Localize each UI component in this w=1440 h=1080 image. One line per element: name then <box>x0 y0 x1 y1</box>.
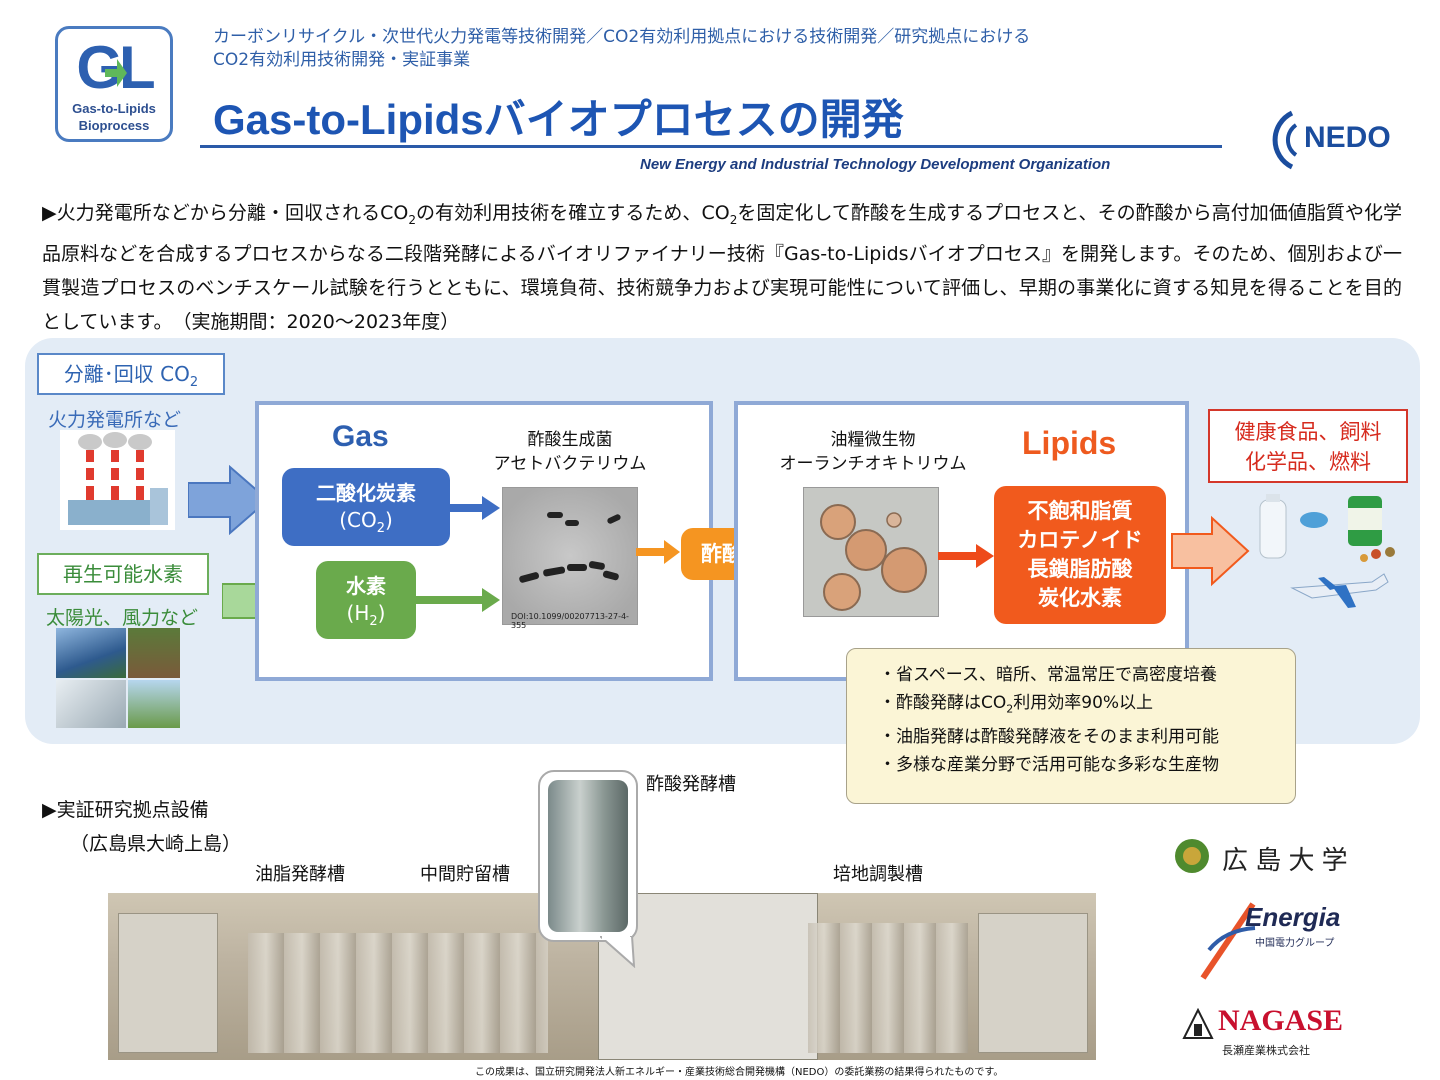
solar-panel-photo <box>56 628 126 678</box>
lipid-products-box: 不飽和脂質 カロテノイド 長鎖脂肪酸 炭化水素 <box>994 486 1166 624</box>
project-subtitle: カーボンリサイクル・次世代火力発電等技術開発／CO2有効利用拠点における技術開発… <box>213 26 1213 72</box>
hiroshima-text: 広 島 大 学 <box>1222 845 1348 875</box>
gas-label: Gas <box>332 420 389 453</box>
energia-text: Energia <box>1245 902 1341 932</box>
co2-box: 二酸化炭素 (CO2) <box>282 468 450 546</box>
feature-item: ・多様な産業分野で活用可能な多彩な生産物 <box>879 755 1219 776</box>
middle-tank-label: 中間貯留槽 <box>420 864 510 885</box>
acetic-tank-closeup-photo <box>548 780 628 932</box>
energia-subtext: 中国電力グループ <box>1255 938 1335 949</box>
power-plant-icon <box>60 430 175 530</box>
nagase-subtext: 長瀬産業株式会社 <box>1222 1045 1310 1057</box>
control-panel-left <box>118 913 218 1053</box>
wind-turbine-photo <box>128 680 180 728</box>
h2-source-caption: 太陽光、風力など <box>46 607 199 629</box>
co2-input-arrow-icon <box>188 465 270 535</box>
subtitle-line1: カーボンリサイクル・次世代火力発電等技術開発／CO2有効利用拠点における技術開発… <box>213 27 1031 47</box>
acetic-tank-callout <box>538 770 638 942</box>
feature-item: ・省スペース、暗所、常温常圧で高密度培養 <box>879 665 1217 685</box>
bacteria-caption: 酢酸生成菌 アセトバクテリウム <box>493 430 647 474</box>
callout-pointer-icon <box>600 936 636 968</box>
co2-source-caption: 火力発電所など <box>48 409 182 431</box>
facility-heading: ▶実証研究拠点設備 （広島県大崎上島） <box>42 799 242 855</box>
microbe-cells-icon <box>820 504 927 611</box>
nedo-arc-icon <box>1272 110 1298 170</box>
nagase-emblem-icon <box>1182 1008 1214 1039</box>
logo-line1: Gas-to-Lipids <box>72 101 156 116</box>
gas-to-lipids-logo: GL Gas-to-Lipids Bioprocess <box>55 26 173 142</box>
hiroshima-emblem-icon <box>1175 839 1209 873</box>
nedo-text: NEDO <box>1304 121 1391 154</box>
control-panel-right <box>978 913 1088 1053</box>
aurantiochytrium-micrograph <box>803 487 939 617</box>
logo-letters: GL <box>76 34 155 101</box>
acetobacterium-micrograph: DOI:10.1099/00207713-27-4-355 <box>502 487 638 630</box>
feature-item: ・酢酸発酵はCO2利用効率90%以上 <box>879 693 1154 716</box>
microbe-caption: 油糧微生物 オーランチオキトリウム <box>779 430 967 474</box>
hiroshima-university-logo: 広 島 大 学 <box>1172 836 1372 876</box>
medium-prep-tanks <box>808 923 968 1053</box>
waterfall-photo <box>56 680 126 728</box>
h2-to-bacteria-arrow-icon <box>416 588 500 612</box>
output-arrow-icon <box>1171 515 1250 587</box>
doi-label: DOI:10.1099/00207713-27-4-355 <box>511 612 629 630</box>
logo-line2: Bioprocess <box>78 118 150 133</box>
oil-tank-label: 油脂発酵槽 <box>255 864 345 885</box>
acetic-tank-label: 酢酸発酵槽 <box>646 774 736 795</box>
feature-item: ・油脂発酵は酢酸発酵液をそのまま利用可能 <box>879 727 1219 748</box>
final-products-box: 健康食品、飼料 化学品、燃料 <box>1208 409 1408 483</box>
h2-box: 水素 (H2) <box>316 561 416 639</box>
oil-fermenter-tanks <box>248 933 548 1053</box>
logo-arrow-icon <box>105 59 127 87</box>
bacteria-to-acetic-arrow-icon <box>636 540 680 564</box>
nagase-logo: NAGASE 長瀬産業株式会社 <box>1182 1004 1372 1060</box>
co2-to-bacteria-arrow-icon <box>450 496 500 520</box>
energia-swoosh-icon <box>1200 902 1256 980</box>
organization-name: New Energy and Industrial Technology Dev… <box>640 156 1111 173</box>
title-divider <box>200 145 1222 148</box>
intro-paragraph: ▶火力発電所などから分離・回収されるCO2の有効利用技術を確立するため、CO2を… <box>42 202 1402 333</box>
features-list: ・省スペース、暗所、常温常圧で高密度培養 ・酢酸発酵はCO2利用効率90%以上 … <box>879 661 1219 779</box>
lipids-label: Lipids <box>1022 425 1117 461</box>
co2-source-tag: 分離･回収 CO2 <box>37 353 225 395</box>
renewable-energy-photos <box>56 628 180 728</box>
features-scroll: ・省スペース、暗所、常温常圧で高密度培養 ・酢酸発酵はCO2利用効率90%以上 … <box>846 648 1296 804</box>
h2-source-tag: 再生可能水素 <box>37 553 209 595</box>
nagase-text: NAGASE <box>1218 1004 1344 1037</box>
subtitle-line2: CO2有効利用技術開発・実証事業 <box>213 50 471 70</box>
products-illustration-icon <box>1259 494 1395 608</box>
nedo-logo: NEDO <box>1252 105 1402 175</box>
footnote: この成果は、国立研究開発法人新エネルギー・産業技術総合開発機構（NEDO）の委託… <box>475 1067 1004 1078</box>
bacteria-cells-icon <box>519 512 621 583</box>
energia-logo: Energia 中国電力グループ <box>1195 900 1355 982</box>
forest-photo <box>128 628 180 678</box>
medium-tank-label: 培地調製槽 <box>833 864 923 885</box>
page-title: Gas-to-Lipidsバイオプロセスの開発 <box>213 96 904 143</box>
microbe-to-products-arrow-icon <box>938 544 994 568</box>
